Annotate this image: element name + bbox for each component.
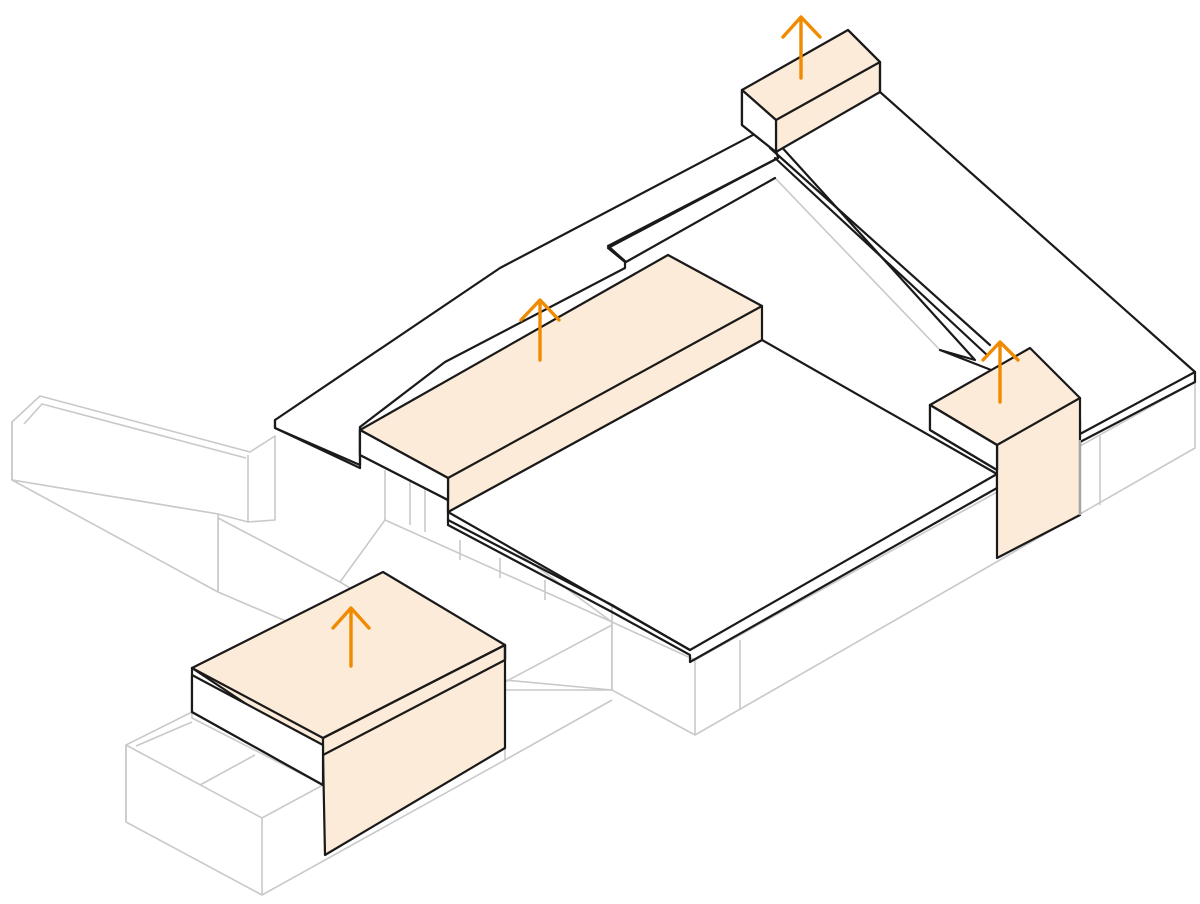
up-arrow-icon — [519, 298, 561, 362]
up-arrow-icon — [781, 15, 822, 80]
raised-volume-middle-bar — [358, 253, 764, 514]
raise-arrows — [331, 15, 1020, 668]
up-arrow-icon — [331, 606, 371, 668]
roof-plates — [273, 90, 1197, 664]
upper-wing-roof — [273, 124, 780, 467]
left-wing-context — [11, 395, 341, 641]
raised-volume-lower-left — [190, 570, 507, 857]
raised-volume-top-right — [740, 28, 882, 154]
up-arrow-icon — [981, 340, 1020, 404]
raised-volumes — [190, 28, 1082, 857]
raised-volume-right-corner — [928, 346, 1082, 560]
